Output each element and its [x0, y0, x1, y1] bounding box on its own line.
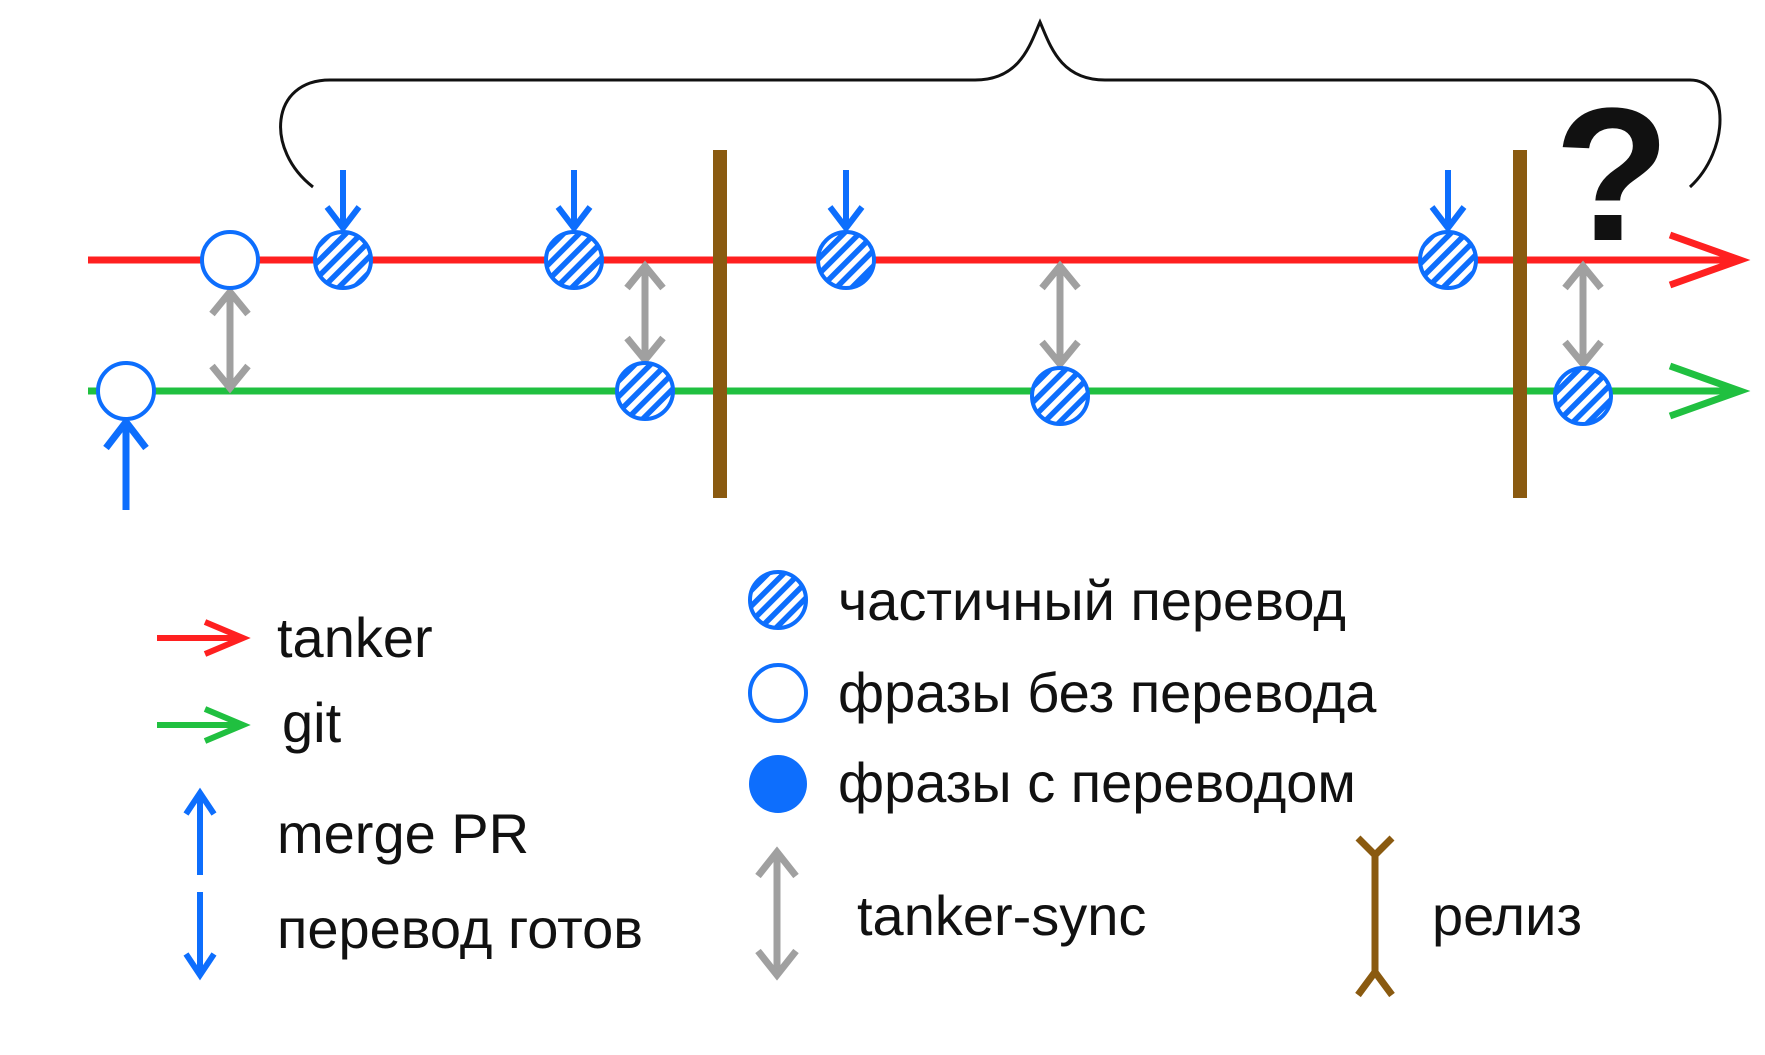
- translation-ready-arrow: [324, 170, 362, 233]
- legend-tanker-sync: tanker-sync: [755, 846, 1146, 981]
- hatched-circle-icon: [748, 570, 808, 630]
- legend-label-git: git: [282, 691, 342, 754]
- down-arrow-icon: [183, 892, 217, 981]
- node-partial: [1553, 366, 1613, 426]
- double-arrow-icon: [755, 846, 799, 981]
- release-bar-icon: [1355, 835, 1395, 998]
- node-empty: [96, 361, 156, 421]
- node-partial: [544, 230, 604, 290]
- legend-merge-pr: merge PR: [183, 787, 529, 875]
- node-partial: [615, 361, 675, 421]
- node-partial: [816, 230, 876, 290]
- legend-label-phrases-with-translation: фразы с переводом: [838, 751, 1356, 814]
- legend-tanker: tanker: [157, 606, 433, 669]
- legend-label-translation-ready: перевод готов: [277, 897, 643, 960]
- legend-label-release: релиз: [1432, 884, 1582, 947]
- empty-circle-icon: [748, 663, 808, 723]
- git-timeline: [88, 362, 1751, 420]
- legend-label-tanker: tanker: [277, 606, 433, 669]
- legend-release: релиз: [1355, 835, 1582, 998]
- node-empty: [200, 230, 260, 290]
- legend-label-partial-translation: частичный перевод: [838, 569, 1346, 632]
- node-partial: [1418, 230, 1478, 290]
- legend: tanker git merge PR перевод готов: [157, 569, 1582, 998]
- tanker-sync-arrow: [624, 260, 666, 366]
- tanker-sync-arrow: [209, 286, 251, 394]
- legend-phrases-without-translation: фразы без перевода: [748, 661, 1377, 724]
- legend-label-phrases-without-translation: фразы без перевода: [838, 661, 1377, 724]
- curly-brace: [279, 18, 1722, 189]
- filled-circle-icon: [749, 755, 807, 813]
- tanker-sync-arrow: [1039, 260, 1081, 370]
- translation-ready-arrow: [1429, 170, 1467, 233]
- legend-translation-ready: перевод готов: [183, 892, 643, 981]
- translation-ready-arrow: [827, 170, 865, 233]
- legend-label-merge-pr: merge PR: [277, 802, 529, 865]
- red-arrow-icon: [157, 619, 251, 657]
- up-arrow-icon: [183, 787, 217, 875]
- translation-ready-arrow: [555, 170, 593, 233]
- node-partial: [1030, 366, 1090, 426]
- tanker-sync-arrow: [1562, 260, 1604, 370]
- legend-label-tanker-sync: tanker-sync: [857, 884, 1146, 947]
- question-mark: ?: [1554, 69, 1670, 281]
- merge-pr-arrow: [103, 416, 149, 510]
- legend-partial-translation: частичный перевод: [748, 569, 1346, 632]
- green-arrow-icon: [157, 706, 251, 744]
- legend-phrases-with-translation: фразы с переводом: [749, 751, 1356, 814]
- legend-git: git: [157, 691, 342, 754]
- node-partial: [313, 230, 373, 290]
